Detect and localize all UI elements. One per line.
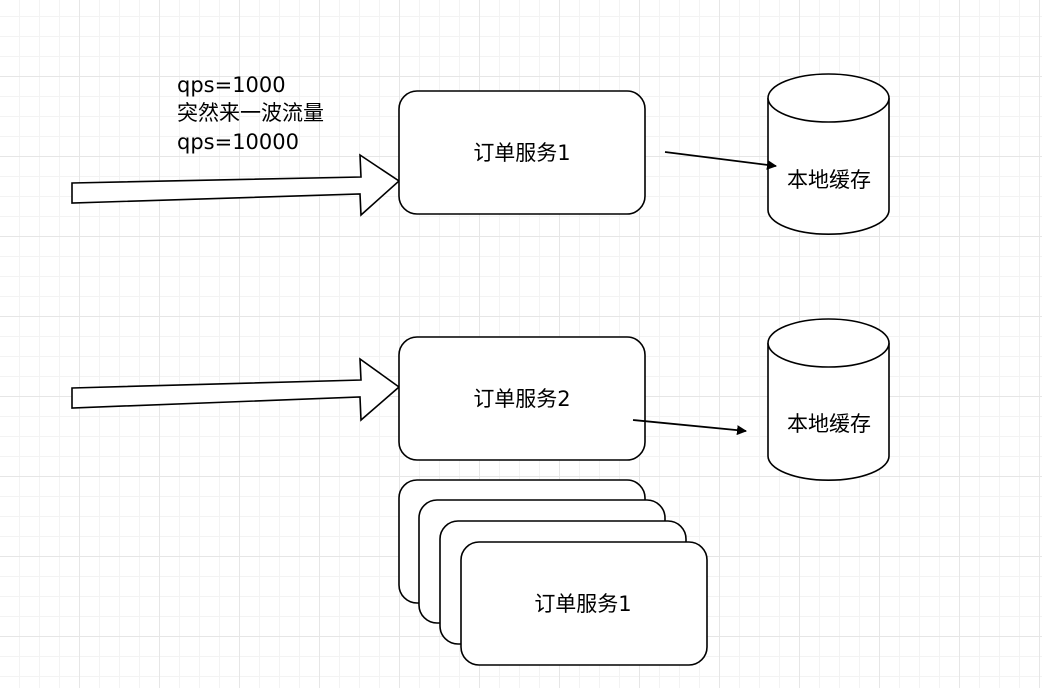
order-service-2-label: 订单服务2: [473, 387, 570, 411]
annotation-line-1: qps=1000: [177, 73, 286, 97]
local-cache-1-cylinder: 本地缓存: [767, 73, 890, 235]
service2-to-cache-arrow: [632, 419, 747, 436]
traffic-annotation: qps=1000 突然来一波流量 qps=10000: [177, 73, 324, 154]
stack-card-front: [460, 541, 708, 666]
order-service-2-box: 订单服务2: [398, 336, 646, 461]
annotation-line-3: qps=10000: [177, 130, 299, 154]
traffic-arrow-top: [71, 153, 401, 217]
order-service-1-box: 订单服务1: [398, 90, 646, 215]
service1-to-cache-arrow: [664, 151, 777, 170]
stack-front-label: 订单服务1: [534, 592, 631, 616]
local-cache-1-label: 本地缓存: [787, 168, 871, 192]
local-cache-2-cylinder: 本地缓存: [767, 318, 890, 481]
local-cache-2-label: 本地缓存: [787, 412, 871, 436]
order-service-1-label: 订单服务1: [473, 141, 570, 165]
order-service-stack: 订单服务1: [398, 479, 708, 666]
annotation-line-2: 突然来一波流量: [177, 101, 324, 125]
traffic-arrow-middle: [71, 357, 401, 422]
